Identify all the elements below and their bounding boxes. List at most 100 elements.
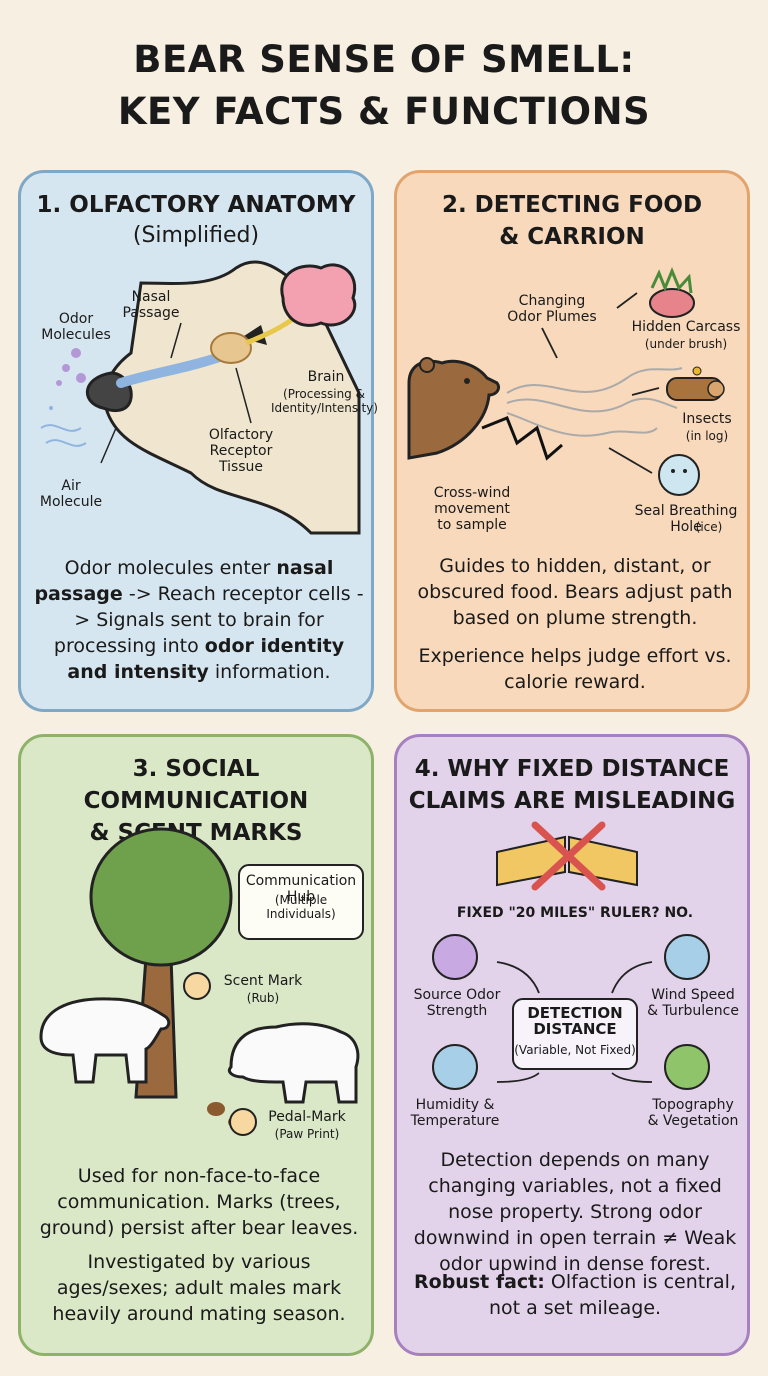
label-nasal-passage: Nasal Passage <box>122 289 180 321</box>
panel2-description-2: Experience helps judge effort vs. calori… <box>418 645 732 693</box>
label-seal-note: (ice) <box>695 520 723 534</box>
tree-canopy-icon <box>89 827 233 967</box>
panel1-text-part: -> Reach receptor cells -> Signals sent … <box>53 583 364 657</box>
panel-social-communication: 3. SOCIAL COMMUNICATION & SCENT MARKS Co… <box>18 734 374 1356</box>
hub-box <box>238 864 364 940</box>
arrow <box>608 447 653 474</box>
label-wind: Wind Speed & Turbulence <box>647 987 739 1019</box>
arrow <box>541 327 558 359</box>
panel4-description-2: Robust fact: Olfaction is central, not a… <box>407 1269 743 1321</box>
insect-icon <box>692 366 702 376</box>
panel-detecting-food: 2. DETECTING FOOD & CARRION Changing Odo… <box>394 170 750 712</box>
seal-icon <box>658 454 700 496</box>
panel3-description-2: Investigated by various ages/sexes; adul… <box>52 1251 346 1325</box>
bear-foraging-illustration <box>407 267 725 496</box>
topography-icon <box>664 1044 710 1090</box>
molecule-icon <box>62 364 70 372</box>
panel1-description: Odor molecules enter nasal passage -> Re… <box>31 555 367 685</box>
arrow <box>616 292 638 309</box>
label-hub-note: (Multiple Individuals) <box>266 893 336 921</box>
wind-icon <box>664 934 710 980</box>
label-brain: Brain <box>307 369 345 385</box>
olfactory-tissue-shape <box>210 332 252 364</box>
cross-icon <box>531 821 606 891</box>
airflow-icon <box>45 439 87 447</box>
bear-head-icon <box>407 359 501 460</box>
title-line-2: KEY FACTS & FUNCTIONS <box>117 90 651 133</box>
arrow <box>496 1072 540 1083</box>
arrow <box>496 961 540 994</box>
pointer-line <box>235 367 252 424</box>
panel1-text-bold: nasal passage <box>34 557 334 605</box>
label-humidity: Humidity & Temperature <box>410 1097 500 1129</box>
label-brain-note: (Processing & Identity/Intensity) <box>271 387 378 415</box>
scent-marking-illustration <box>39 827 364 1136</box>
panel-fixed-distance-claims: 4. WHY FIXED DISTANCE CLAIMS ARE MISLEAD… <box>394 734 750 1356</box>
brush-icon <box>650 267 693 294</box>
arrow <box>611 1072 653 1083</box>
label-pedal-mark: Pedal-Mark <box>268 1109 346 1125</box>
label-source-strength: Source Odor Strength <box>413 987 501 1019</box>
brain-icon <box>280 263 357 327</box>
molecule-icon <box>76 373 86 383</box>
bear-eye-icon <box>241 325 267 345</box>
ruler-caption: FIXED "20 MILES" RULER? NO. <box>456 905 694 921</box>
panel4-robust-fact-label: Robust fact: <box>414 1271 545 1293</box>
odor-plume-line <box>506 397 678 413</box>
label-seal-hole: Seal Breathing Hole <box>634 503 738 535</box>
carcass-icon <box>649 288 695 318</box>
panel1-heading: 1. OLFACTORY ANATOMY <box>36 192 356 218</box>
panel4-description-1: Detection depends on many changing varia… <box>413 1149 737 1275</box>
panel1-text-bold: odor identity and intensity <box>67 635 345 683</box>
label-air-molecule: Air Molecule <box>39 478 103 510</box>
label-scent-mark: Scent Mark <box>223 973 303 989</box>
arrow <box>631 387 660 396</box>
label-topography: Topography & Vegetation <box>647 1097 739 1129</box>
bear-icon <box>39 997 171 1084</box>
page-title: BEAR SENSE OF SMELL: KEY FACTS & FUNCTIO… <box>0 34 768 138</box>
panel2-heading: 2. DETECTING FOOD & CARRION <box>441 192 703 250</box>
detection-distance-box <box>512 998 638 1070</box>
label-odor-molecules: Odor Molecules <box>41 311 111 343</box>
panel-olfactory-anatomy: 1. OLFACTORY ANATOMY (Simplified) Odor M… <box>18 170 378 712</box>
molecule-icon <box>56 380 62 386</box>
label-odor-plumes: Changing Odor Plumes <box>507 293 597 325</box>
panel3-description-1: Used for non-face-to-face communication.… <box>39 1165 359 1239</box>
label-pedal-note: (Paw Print) <box>274 1127 340 1141</box>
label-scent-note: (Rub) <box>246 991 280 1005</box>
label-detection-note: (Variable, Not Fixed) <box>514 1043 636 1057</box>
title-line-1: BEAR SENSE OF SMELL: <box>133 38 635 81</box>
odor-plume-line <box>506 367 683 394</box>
label-carcass-note: (under brush) <box>644 337 728 351</box>
label-detection-distance: DETECTION DISTANCE <box>527 1004 623 1038</box>
molecule-icon <box>71 348 81 358</box>
pointer-line <box>170 322 182 359</box>
pointer-line <box>100 427 117 464</box>
paw-print-icon <box>207 1102 225 1116</box>
airflow-icon <box>40 424 82 432</box>
scent-mark-badge-icon <box>183 972 211 1000</box>
odor-plume-line <box>506 412 658 437</box>
odor-source-icon <box>432 934 478 980</box>
label-insects: Insects <box>682 411 732 427</box>
air-molecule-icon <box>49 406 53 410</box>
panel2-description-1: Guides to hidden, distant, or obscured f… <box>417 555 733 629</box>
thermometer-icon <box>432 1044 478 1090</box>
zigzag-path-icon <box>481 416 563 461</box>
bear-icon <box>227 1022 360 1104</box>
bear-head-anatomy-illustration <box>40 260 361 535</box>
label-communication-hub: Communication Hub <box>245 873 357 905</box>
arrow <box>611 961 653 994</box>
label-olfactory-tissue: Olfactory Receptor Tissue <box>208 427 274 475</box>
label-hidden-carcass: Hidden Carcass <box>631 319 741 335</box>
panel3-heading: 3. SOCIAL COMMUNICATION & SCENT MARKS <box>83 756 309 846</box>
label-insects-note: (in log) <box>685 429 729 443</box>
panel1-text-part: Odor molecules enter <box>64 557 277 579</box>
panel4-heading: 4. WHY FIXED DISTANCE CLAIMS ARE MISLEAD… <box>408 756 736 814</box>
panel4-robust-fact-text: Olfaction is central, not a set mileage. <box>488 1271 736 1319</box>
label-crosswind: Cross-wind movement to sample <box>433 485 511 533</box>
pedal-mark-badge-icon <box>229 1108 257 1136</box>
panel1-subheading: (Simplified) <box>132 223 260 248</box>
panel1-text-part: information. <box>208 661 331 683</box>
detection-factors-illustration <box>432 821 710 1090</box>
